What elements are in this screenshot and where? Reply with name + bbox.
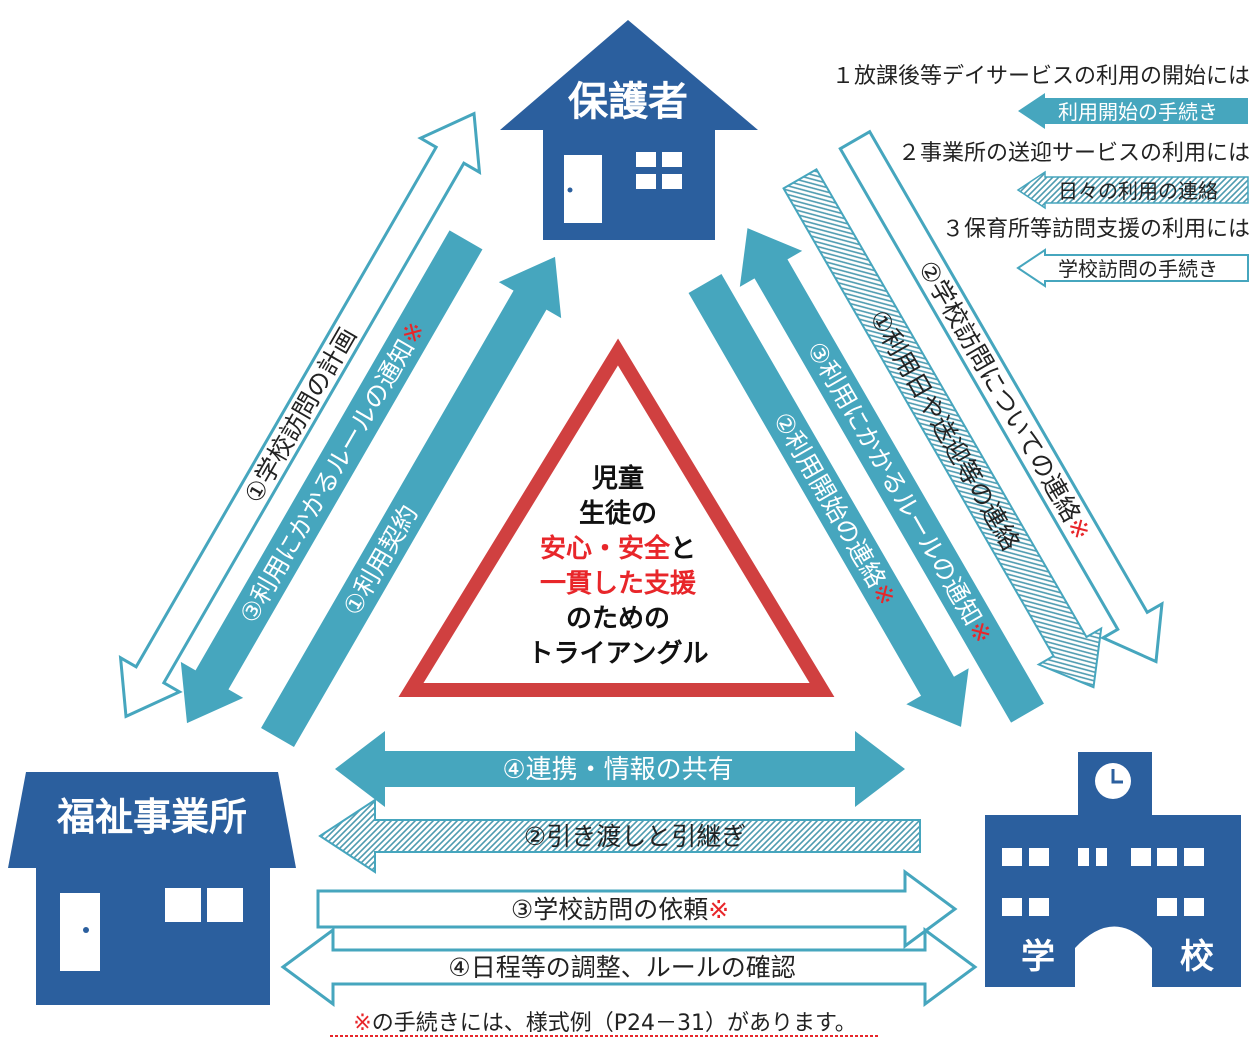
school-label-1: 学 [1021,937,1055,977]
arrow-daily-contact: ①利用日や送迎等の連絡 [782,167,1103,689]
center-line-4: 一貫した支援 [540,569,697,599]
welfare-label: 福祉事業所 [56,795,247,839]
svg-text:学校訪問の手続き: 学校訪問の手続き [1058,257,1218,281]
school-building: 学 校 [985,752,1241,987]
arrow-label: ④日程等の調整、ルールの確認 [448,953,795,982]
legend-item-1-arrow [1018,93,1248,129]
door-icon [1075,926,1152,987]
legend-item-2-title: ２事業所の送迎サービスの利用には [898,141,1250,166]
svg-text:※の手続きには、様式例（P24－31）があります。: ※の手続きには、様式例（P24－31）があります。 [353,1011,857,1036]
center-line-5: のための [566,604,670,634]
legend-item-1-title: １放課後等デイサービスの利用の開始には [832,64,1250,89]
welfare-house: 福祉事業所 [8,772,296,1005]
arrow-cooperation-sharing: ④連携・情報の共有 [335,731,905,807]
legend-item-3-title: ３保育所等訪問支援の利用には [942,217,1250,242]
guardian-label: 保護者 [568,79,688,125]
guardian-house: 保護者 [500,20,758,240]
center-line-1: 児童 [592,463,644,494]
arrow-label: ①利用契約 [337,500,423,621]
arrow-label: ②引き渡しと引継ぎ [524,822,746,851]
arrow-label: ①利用日や送迎等の連絡 [864,305,1025,555]
svg-text:利用開始の手続き: 利用開始の手続き [1058,100,1218,124]
legend-item-3-arrow [1016,248,1249,288]
window-icon [165,888,201,922]
window-icon [1002,848,1204,916]
center-line-2: 生徒の [579,499,657,529]
footnote: ※の手続きには、様式例（P24－31）があります。 [330,1011,880,1037]
svg-text:日々の利用の連絡: 日々の利用の連絡 [1058,179,1218,203]
arrow-schedule-adjust: ④日程等の調整、ルールの確認 [280,927,978,1007]
window-icon [636,152,656,167]
center-line-6: トライアングル [528,639,709,669]
arrow-school-visit-request: ③学校訪問の依頼※ [316,869,958,949]
arrow-label: ④連携・情報の共有 [502,755,733,785]
legend: １放課後等デイサービスの利用の開始には 利用開始の手続き ２事業所の送迎サービス… [832,64,1250,288]
school-label-2: 校 [1180,937,1214,977]
center-line-3: 安心・安全と [540,533,696,564]
arrow-handover: ②引き渡しと引継ぎ [318,798,921,874]
arrow-label: ③学校訪問の依頼※ [511,895,729,924]
door-icon [60,893,100,971]
legend-item-2-arrow [1016,170,1249,210]
center-triangle: 児童 生徒の 安心・安全と 一貫した支援 のための トライアングル [398,338,835,697]
